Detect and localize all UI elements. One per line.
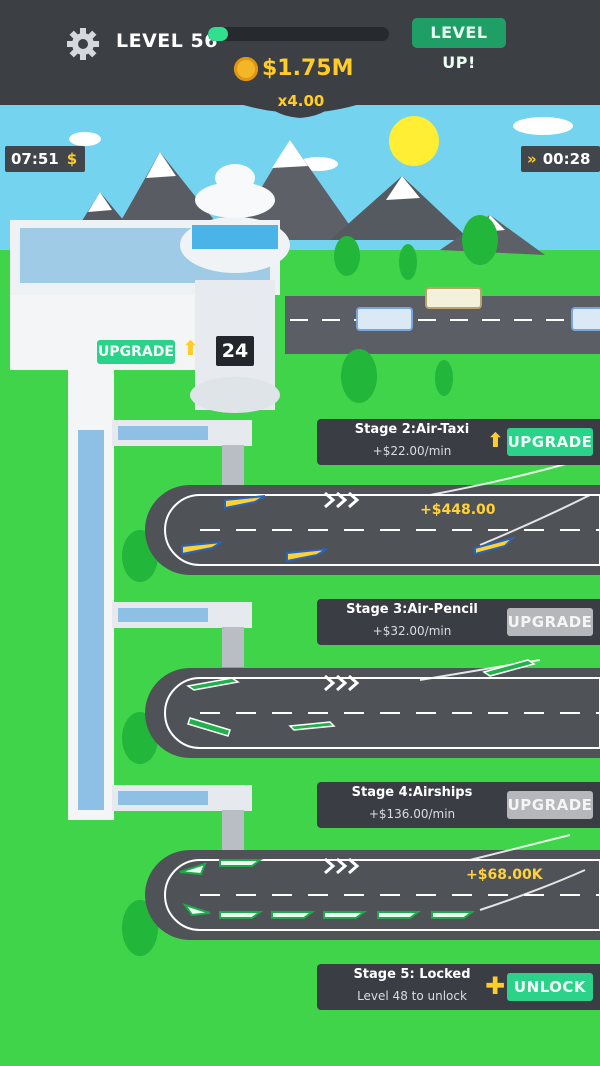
speed-boost-timer-value: 00:28 — [542, 150, 591, 168]
bus — [425, 287, 482, 309]
stage-title: Stage 5: Locked — [353, 967, 471, 982]
tower-level-badge: 24 — [216, 336, 254, 366]
cloud — [69, 117, 573, 171]
air-pencil-plane — [186, 659, 536, 737]
sun — [389, 116, 439, 166]
stage-unlock-requirement: Level 48 to unlock — [357, 989, 467, 1003]
stage-upgrade-button[interactable]: UPGRADE — [507, 791, 593, 819]
fast-forward-icon: » — [527, 150, 537, 168]
stage-rate: +$22.00/min — [372, 444, 452, 458]
stage-card-air-taxi: Stage 2:Air-Taxi +$22.00/min ⬆ UPGRADE — [317, 419, 600, 465]
control-tower — [180, 164, 290, 413]
stage-upgrade-button[interactable]: UPGRADE — [507, 608, 593, 636]
income-multiplier: x4.00 — [277, 92, 325, 110]
stage-title: Stage 4:Airships — [351, 785, 473, 800]
coin-icon — [234, 57, 258, 81]
stage-upgrade-button[interactable]: UPGRADE — [507, 428, 593, 456]
tower-upgrade-button[interactable]: UPGRADE — [97, 340, 175, 364]
stage-title: Stage 2:Air-Taxi — [354, 422, 470, 437]
stage-card-airships: Stage 4:Airships +$136.00/min UPGRADE — [317, 782, 600, 828]
stage-title: Stage 3:Air-Pencil — [346, 602, 478, 617]
air-taxi-plane — [181, 495, 517, 563]
bus — [356, 307, 413, 331]
runway — [145, 485, 600, 575]
floating-income: +$448.00 — [420, 502, 496, 518]
stage-unlock-button[interactable]: UNLOCK — [507, 973, 593, 1001]
plus-icon: ✚ — [485, 972, 506, 1000]
settings-gear-icon[interactable] — [65, 26, 101, 62]
level-up-button[interactable]: LEVEL UP! — [412, 18, 506, 72]
up-arrow-icon: ⬆ — [182, 336, 199, 360]
floating-income: +$68.00K — [466, 867, 543, 883]
stage-card-locked: Stage 5: Locked Level 48 to unlock ✚ UNL… — [317, 964, 600, 1010]
stage-rate: +$32.00/min — [372, 624, 452, 638]
runway — [145, 668, 600, 758]
stage-card-air-pencil: Stage 3:Air-Pencil +$32.00/min UPGRADE — [317, 599, 600, 645]
runway — [145, 850, 600, 940]
bonus-income-timer-value: 07:51 — [11, 150, 59, 168]
runway-direction-arrows — [324, 491, 360, 875]
up-arrow-icon: ⬆ — [487, 428, 504, 452]
top-bar-curve — [0, 62, 600, 118]
level-label: LEVEL 56 — [116, 30, 218, 52]
money-balance: $1.75M — [262, 56, 354, 81]
bus — [571, 307, 600, 331]
stage-rate: +$136.00/min — [368, 807, 456, 821]
level-progress-fill — [208, 27, 228, 41]
level-progress-bar — [208, 27, 389, 41]
dollar-icon: $ — [66, 150, 78, 168]
speed-boost-timer[interactable]: » 00:28 — [521, 146, 600, 172]
bonus-income-timer[interactable]: 07:51 $ — [5, 146, 85, 172]
airship-plane — [179, 859, 475, 919]
